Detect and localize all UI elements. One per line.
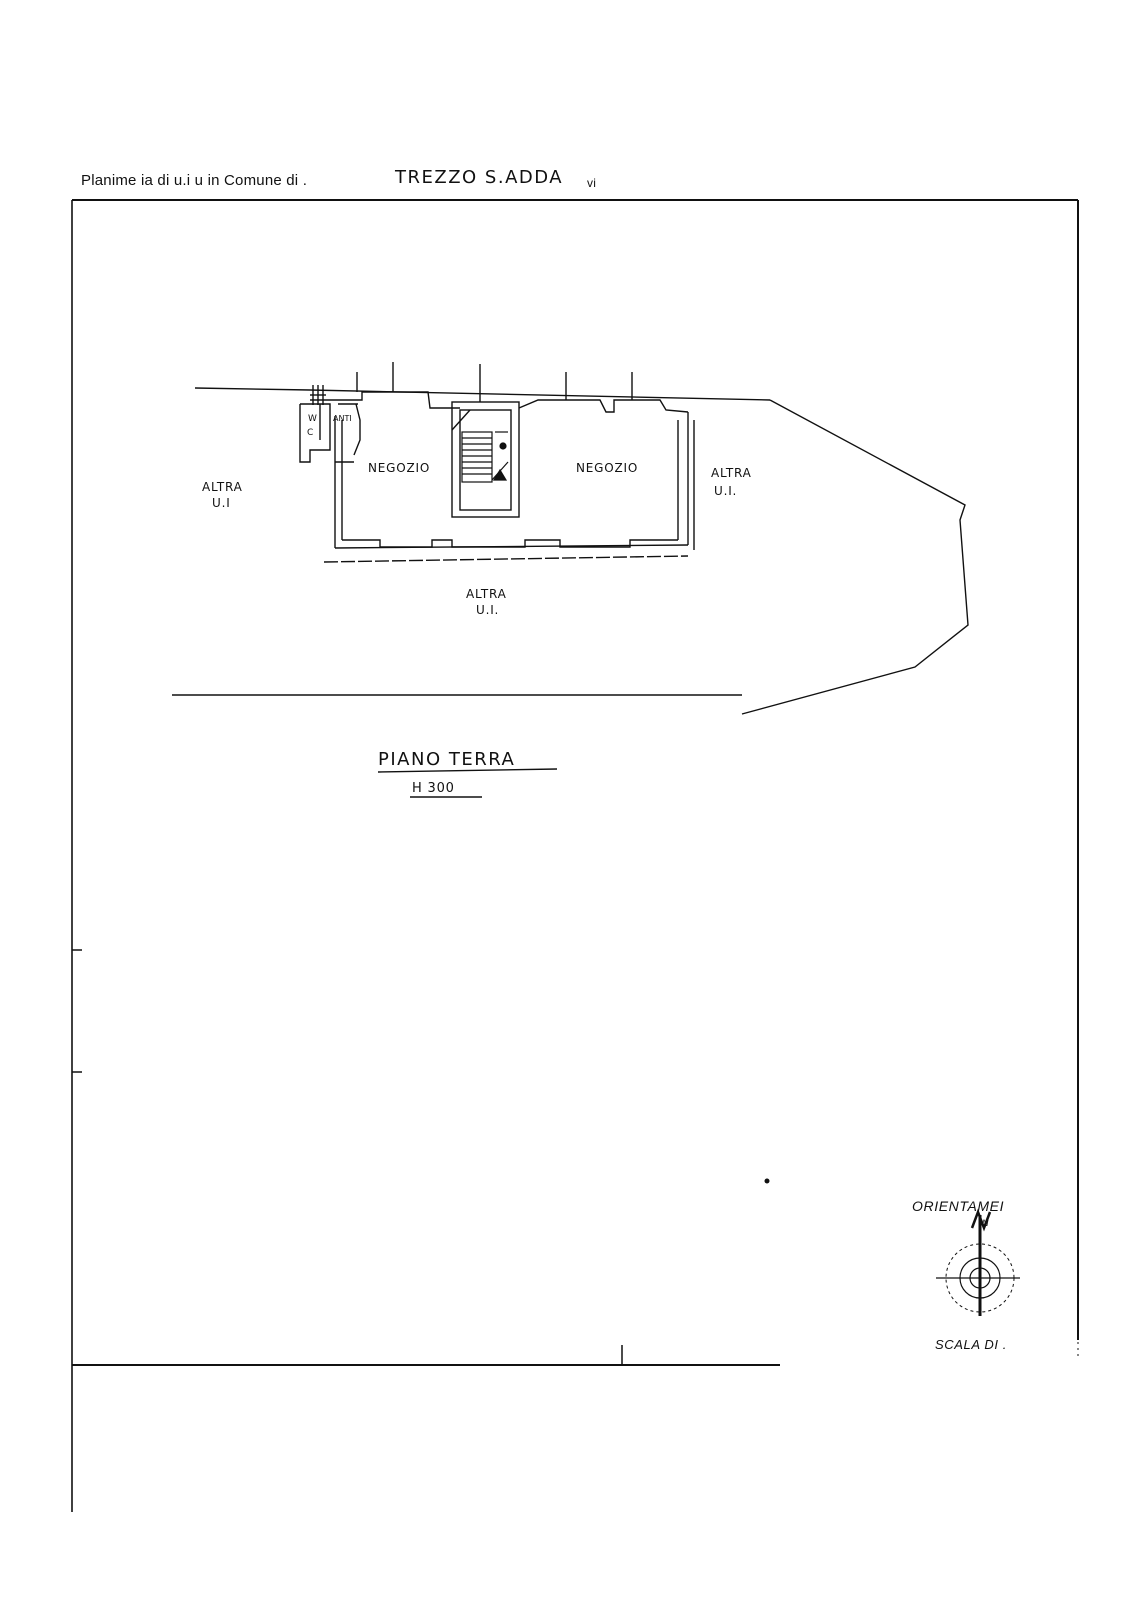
other-unit-left-line2: U.I [212,496,231,510]
anti-label: ANTI [333,414,352,423]
other-unit-left-line1: ALTRA [202,480,243,494]
header-comune: TREZZO S.ADDA [395,167,564,188]
negozio-left-label: NEGOZIO [368,461,431,475]
floor-plan-walls [299,362,695,550]
wc-label: W [308,414,318,424]
compass-icon [936,1208,1020,1316]
site-boundary [172,387,969,715]
floor-title: PIANO TERRA [378,749,516,770]
orientation-label: ORIENTAMEI [912,1198,1005,1214]
other-unit-right-line1: ALTRA [711,466,752,480]
other-unit-bottom-line1: ALTRA [466,587,507,601]
title-underlines [377,768,558,798]
floor-height: H 300 [412,781,455,796]
wc-label-2: C [307,428,315,438]
other-unit-right-line2: U.I. [714,484,738,498]
negozio-right-label: NEGOZIO [576,461,639,475]
scale-label: SCALA DI . [935,1337,1007,1352]
north-marker: N [982,1218,990,1228]
stray-dot [764,1178,770,1184]
other-unit-bottom-line2: U.I. [476,603,500,617]
header-suffix: vi [587,176,597,190]
sheet-frame [71,199,1079,1512]
header-label: Planime ia di u.i u in Comune di . [81,172,308,189]
staircase [461,431,509,483]
